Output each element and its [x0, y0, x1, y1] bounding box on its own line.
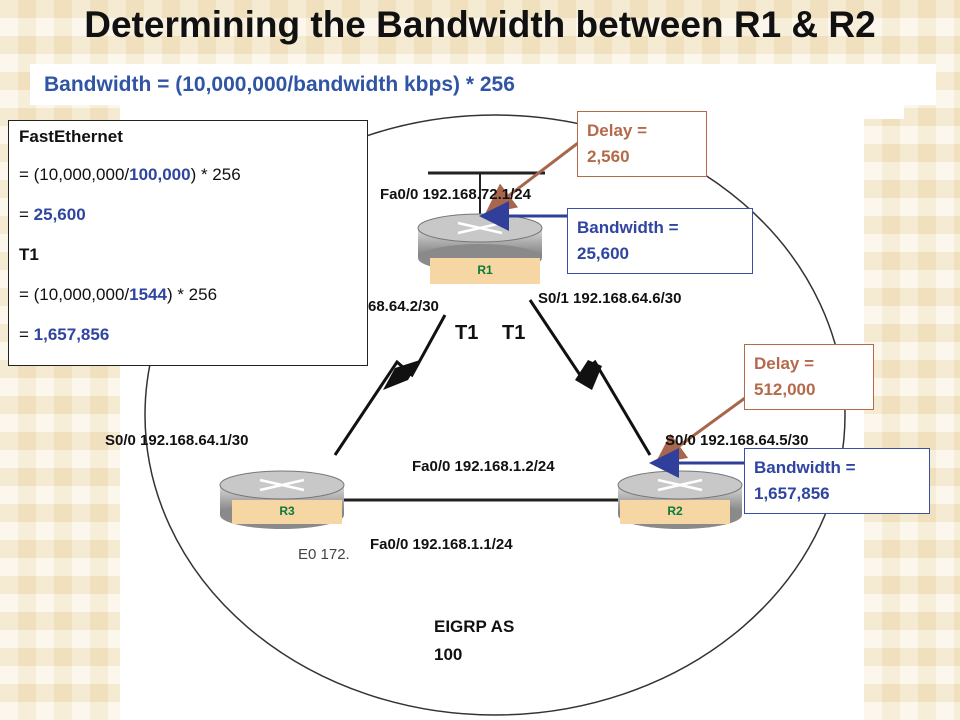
bandwidth-r2-callout: Bandwidth = 1,657,856 [744, 448, 930, 514]
e0-partial-label: E0 172. [298, 546, 350, 563]
r2-tag-bg [620, 500, 730, 524]
t1-right-label: T1 [502, 322, 526, 344]
bandwidth-r1-callout: Bandwidth = 25,600 [567, 208, 753, 274]
eigrp-area-ellipse [144, 114, 846, 716]
t1-bolt-right [575, 360, 602, 390]
delay-r1-callout: Delay = 2,560 [577, 111, 707, 177]
t1-result: = 1,657,856 [19, 325, 110, 344]
r1-s01-label: S0/1 192.168.64.6/30 [538, 290, 682, 307]
delay-r2-callout: Delay = 512,000 [744, 344, 874, 410]
delay2-arrow [655, 396, 746, 464]
delay1-arrow [485, 141, 579, 214]
r1-fa00-label: Fa0/0 192.168.72.1/24 [380, 186, 531, 203]
formula-bar: Bandwidth = (10,000,000/bandwidth kbps) … [30, 64, 936, 105]
fe-result: = 25,600 [19, 205, 86, 224]
diagram-canvas-top [120, 105, 904, 119]
r3-tag-bg [232, 500, 342, 524]
r2-s00-label: S0/0 192.168.64.5/30 [665, 432, 809, 449]
r3-fa00-label: Fa0/0 192.168.1.1/24 [370, 536, 513, 553]
calculation-box: FastEthernet = (10,000,000/100,000) * 25… [8, 120, 368, 366]
page-title: Determining the Bandwidth between R1 & R… [84, 4, 876, 45]
eigrp-as-label: EIGRP AS 100 [434, 617, 515, 664]
router-r1-label: R1 [477, 263, 493, 277]
r1-tag-bg [430, 258, 540, 284]
r1-s00-label: 68.64.2/30 [368, 298, 439, 315]
r2-fa00-label: Fa0/0 192.168.1.2/24 [412, 458, 555, 475]
fe-heading: FastEthernet [19, 127, 123, 146]
router-r3-label: R3 [279, 504, 295, 518]
t1-bolt-left [383, 360, 420, 390]
fe-expression: = (10,000,000/100,000) * 256 [19, 165, 241, 184]
bandwidth-formula: Bandwidth = (10,000,000/bandwidth kbps) … [44, 73, 515, 96]
t1-expression: = (10,000,000/1544) * 256 [19, 285, 218, 304]
t1-heading: T1 [19, 245, 39, 264]
t1-left-label: T1 [455, 322, 479, 344]
router-r2-label: R2 [667, 504, 683, 518]
r3-s00-label: S0/0 192.168.64.1/30 [105, 432, 249, 449]
